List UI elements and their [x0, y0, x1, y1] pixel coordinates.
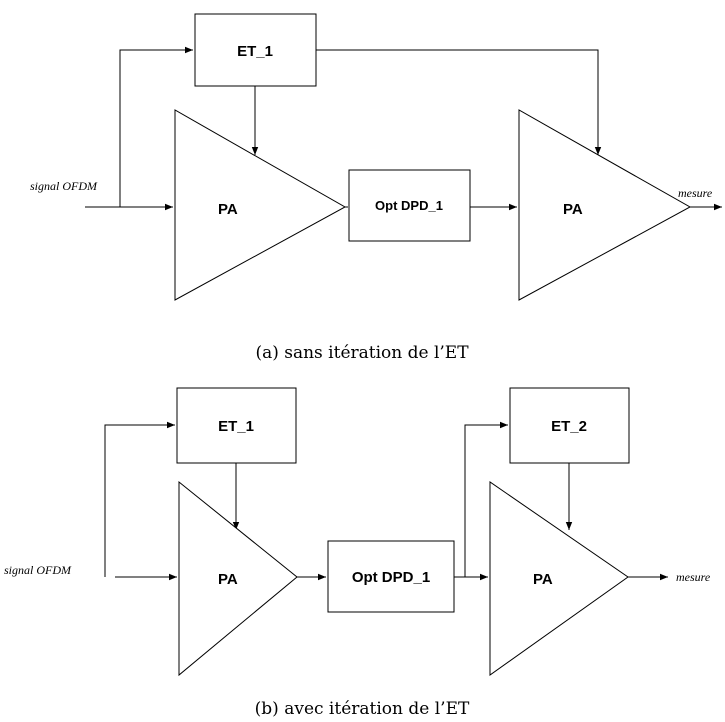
input-label-b: signal OFDM	[4, 563, 72, 577]
et-2-label-b: ET_2	[551, 418, 587, 435]
et-supply-arrow-a2	[316, 49, 602, 155]
opt-dpd-label-a: Opt DPD_1	[375, 198, 443, 213]
pa-2-triangle-b	[489, 481, 629, 676]
diagram-a: signal OFDM ET_1 PA Opt DPD_1 PA mesure …	[30, 13, 722, 363]
pa-2-label-a: PA	[563, 201, 583, 218]
pa-2-label-b: PA	[533, 571, 553, 588]
pa-1-triangle-a	[174, 109, 347, 301]
et-1-label-b: ET_1	[218, 418, 254, 435]
pa-1-triangle-b	[178, 480, 298, 677]
et-feed-wire-a	[119, 46, 193, 207]
pa-1-label-b: PA	[218, 571, 238, 588]
opt-dpd-label-b: Opt DPD_1	[352, 569, 430, 586]
caption-b: (b) avec itération de l’ET	[255, 699, 470, 719]
opt-dpd-box-b	[327, 540, 455, 613]
output-label-a: mesure	[678, 186, 713, 200]
et-1-box-a	[194, 13, 317, 87]
et1-feed-wire-b	[104, 421, 175, 577]
et-1-label-a: ET_1	[237, 43, 273, 60]
caption-a: (a) sans itération de l’ET	[255, 343, 469, 363]
output-label-b: mesure	[676, 570, 711, 584]
pa-1-label-a: PA	[218, 201, 238, 218]
et2-feed-wire-b	[464, 421, 508, 577]
diagram-b: signal OFDM ET_1 PA Opt DPD_1 ET_2 PA me…	[4, 387, 711, 719]
opt-dpd-box-a	[348, 169, 471, 242]
et-1-box-b	[176, 387, 297, 464]
input-label-a: signal OFDM	[30, 179, 98, 193]
pa-2-triangle-a	[518, 109, 692, 301]
